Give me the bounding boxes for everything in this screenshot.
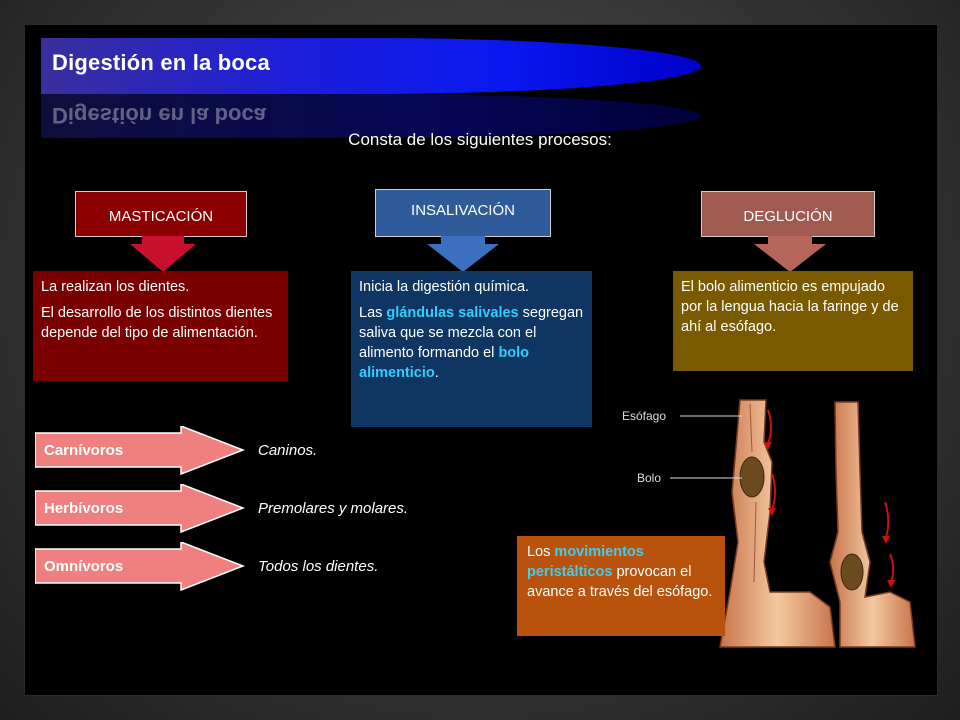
process-insalivation: INSALIVACIÓN (375, 189, 551, 237)
diet-teeth-omnivores: Todos los dientes. (258, 558, 379, 575)
subtitle: Consta de los siguientes procesos: (348, 130, 612, 149)
title-reflection (41, 94, 701, 138)
process-deglution-label: DEGLUCIÓN (743, 208, 833, 225)
arrow-down-icon (130, 236, 196, 272)
diet-arrow-omnivores (35, 542, 246, 592)
process-mastication-label: MASTICACIÓN (108, 208, 214, 225)
diet-label-carnivores: Carnívoros (44, 442, 124, 459)
diet-teeth-carnivores: Caninos. (258, 442, 318, 459)
insalivation-line1: Inicia la digestión química. (359, 279, 530, 295)
process-mastication: MASTICACIÓN (75, 191, 247, 237)
title-reflection-text: Digestión en la boca (52, 103, 266, 128)
arrow-down-icon (754, 236, 826, 272)
deglution-text: El bolo alimenticio es empujado por la l… (681, 279, 899, 335)
label-bolus: Bolo (637, 471, 662, 485)
deglution-info: El bolo alimenticio es empujado por la l… (673, 271, 913, 371)
diet-label-herbivores: Herbívoros (44, 500, 124, 517)
highlight-bolus: bolo alimenticio (359, 345, 530, 381)
diet-arrow-herbivores (35, 484, 246, 534)
process-insalivation-label: INSALIVACIÓN (411, 202, 515, 219)
label-esophagus: Esófago (622, 409, 667, 423)
esophagus-illustration (670, 399, 916, 648)
mastication-line2: El desarrollo de los distintos dientes d… (41, 305, 273, 341)
mastication-info: La realizan los dientes. El desarrollo d… (33, 271, 288, 381)
diet-teeth-herbivores: Premolares y molares. (258, 500, 409, 517)
title-banner (41, 38, 701, 94)
diet-label-omnivores: Omnívoros (44, 558, 124, 575)
process-deglution: DEGLUCIÓN (701, 191, 875, 237)
insalivation-line2: Las glándulas salivales segregan saliva … (359, 305, 584, 381)
slide-title: Digestión en la boca (52, 50, 270, 75)
peristalsis-note: Los movimientos peristálticos provocan e… (517, 536, 725, 636)
arrow-down-icon (427, 236, 499, 272)
mastication-line1: La realizan los dientes. (41, 279, 190, 295)
insalivation-info: Inicia la digestión química. Las glándul… (351, 271, 592, 427)
diet-arrow-carnivores (35, 426, 246, 476)
highlight-salivary-glands: glándulas salivales (386, 305, 519, 321)
highlight-peristaltic-movements: movimientos peristálticos (527, 544, 644, 580)
